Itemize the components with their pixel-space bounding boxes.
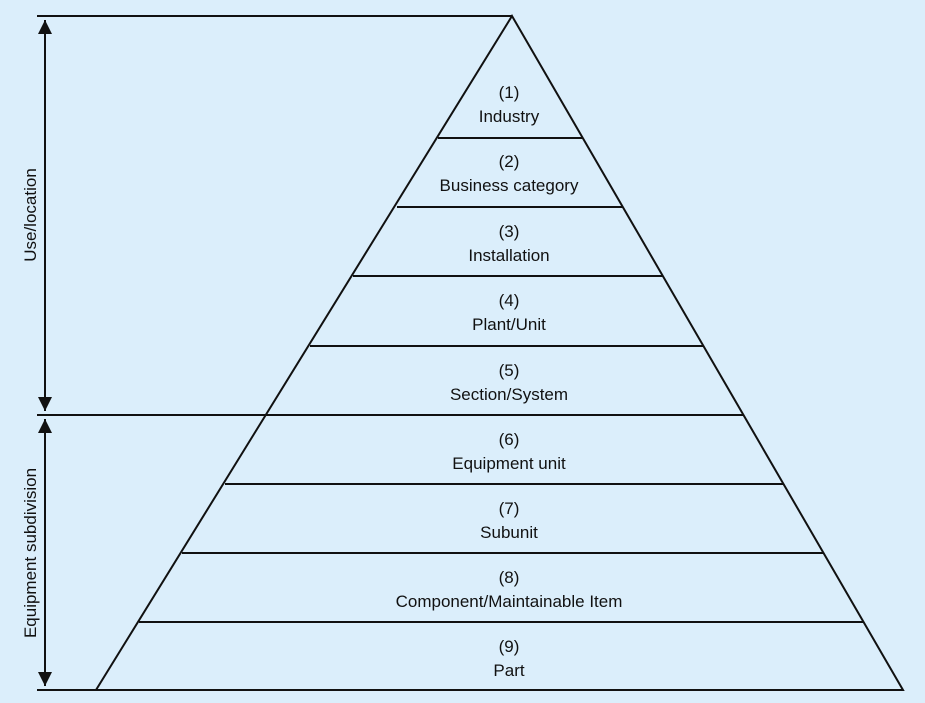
level-number: (9): [499, 637, 520, 656]
level-name: Plant/Unit: [472, 315, 546, 334]
level-1: (1) Industry: [479, 83, 540, 126]
level-7: (7) Subunit: [480, 499, 538, 542]
pyramid-outline: [94, 14, 905, 691]
level-8: (8) Component/Maintainable Item: [396, 568, 623, 611]
level-9: (9) Part: [493, 637, 524, 680]
level-number: (5): [499, 361, 520, 380]
level-number: (2): [499, 152, 520, 171]
level-2: (2) Business category: [440, 152, 579, 195]
level-number: (6): [499, 430, 520, 449]
level-number: (3): [499, 222, 520, 241]
level-name: Installation: [468, 246, 549, 265]
level-number: (1): [499, 83, 520, 102]
level-name: Business category: [440, 176, 579, 195]
equipment-subdivision-label: Equipment subdivision: [21, 468, 40, 638]
level-name: Component/Maintainable Item: [396, 592, 623, 611]
level-name: Industry: [479, 107, 540, 126]
level-5: (5) Section/System: [450, 361, 568, 404]
use-location-label: Use/location: [21, 168, 40, 262]
level-name: Part: [493, 661, 524, 680]
level-name: Subunit: [480, 523, 538, 542]
level-name: Equipment unit: [452, 454, 566, 473]
level-4: (4) Plant/Unit: [472, 291, 546, 334]
level-number: (8): [499, 568, 520, 587]
level-name: Section/System: [450, 385, 568, 404]
level-3: (3) Installation: [468, 222, 549, 265]
level-number: (7): [499, 499, 520, 518]
level-number: (4): [499, 291, 520, 310]
level-6: (6) Equipment unit: [452, 430, 566, 473]
